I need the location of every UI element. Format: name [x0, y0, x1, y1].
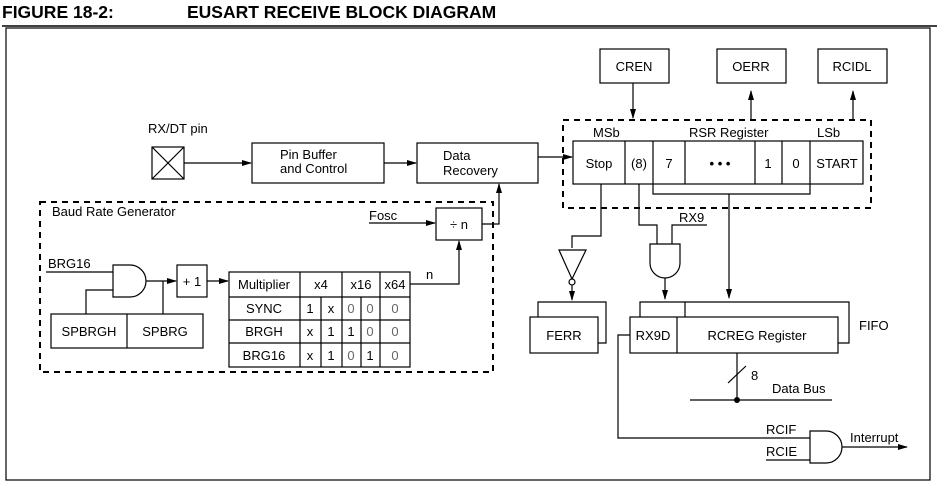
interrupt-and-gate [809, 430, 843, 464]
ferr-block: FERR [529, 316, 599, 354]
rx9-label: RX9 [679, 210, 704, 225]
rsr-boundary [562, 119, 872, 209]
spbrgh-label: SPBRGH [62, 324, 117, 339]
rsr-cell: Stop [586, 156, 613, 171]
bus-width-slash [727, 365, 747, 384]
rcif-wire [617, 334, 810, 439]
rx-pin-label: RX/DT pin [148, 121, 208, 136]
rx9-wire [671, 224, 707, 244]
table-row-label: BRGH [245, 324, 283, 339]
figure-caption: EUSART RECEIVE BLOCK DIAGRAM [187, 2, 497, 22]
table-row-label: BRG16 [243, 348, 286, 363]
rsr-register: Stop (8) 7 • • • 1 0 START [572, 140, 864, 185]
table-cell: 0 [366, 301, 373, 316]
table-cell: 0 [391, 301, 398, 316]
rsr-cell: (8) [631, 156, 647, 171]
bus-width-label: 8 [751, 368, 758, 383]
table-header: x4 [314, 277, 328, 292]
rx9-and-gate [649, 243, 681, 279]
stop-bit-wire [571, 184, 602, 248]
table-cell: 1 [347, 324, 354, 339]
rx9d-label: RX9D [636, 328, 671, 343]
table-header: x64 [385, 277, 406, 292]
table-cell: 0 [391, 324, 398, 339]
fifo-label: FIFO [859, 318, 889, 333]
svg-text:FERR: FERR [546, 328, 581, 343]
svg-text:Recovery: Recovery [443, 163, 498, 178]
svg-text:÷ n: ÷ n [450, 217, 468, 232]
figure-number: FIGURE 18-2: [2, 2, 114, 22]
table-cell: 0 [391, 348, 398, 363]
rsr-cell: 1 [764, 156, 771, 171]
divider-to-recovery-wire [482, 183, 502, 225]
spbrg-label: SPBRG [142, 324, 188, 339]
rsr-cell: • • • [710, 156, 731, 171]
oerr-block: OERR [716, 48, 787, 84]
baud-rate-generator-boundary [39, 201, 494, 373]
n-wire [410, 240, 462, 285]
svg-text:Data: Data [443, 148, 471, 163]
divide-by-n-block: ÷ n [435, 207, 483, 241]
table-cell: 0 [366, 324, 373, 339]
rcreg-label: RCREG Register [708, 328, 808, 343]
brg-and-gate [112, 264, 147, 298]
data-bus-label: Data Bus [772, 381, 826, 396]
figure-frame [5, 27, 931, 481]
rx-pin-icon [151, 146, 185, 180]
rcreg-fifo-back [639, 301, 850, 344]
svg-text:OERR: OERR [732, 59, 770, 74]
spbrg-register-pair: SPBRGH SPBRG [50, 313, 204, 349]
svg-text:RCIDL: RCIDL [832, 59, 871, 74]
baud-rate-generator-label: Baud Rate Generator [52, 204, 176, 219]
n-label: n [426, 267, 433, 282]
rsr-cell: START [816, 156, 857, 171]
bus-junction-dot [734, 397, 740, 403]
table-header: x16 [351, 277, 372, 292]
rcif-label: RCIF [766, 422, 796, 437]
svg-text:and Control: and Control [280, 161, 347, 176]
table-cell: 0 [347, 301, 354, 316]
svg-text:+ 1: + 1 [183, 274, 201, 289]
rsr-cell: 0 [792, 156, 799, 171]
table-cell: x [307, 348, 314, 363]
spbrgh-wire [85, 289, 113, 314]
plus-one-block: + 1 [176, 264, 208, 298]
multiplier-table: Multiplier x4 x16 x64 SYNC 1 x 0 0 0 BRG… [228, 271, 411, 368]
table-header: Multiplier [238, 277, 291, 292]
table-cell: x [307, 324, 314, 339]
table-cell: x [328, 301, 335, 316]
table-cell: 1 [327, 324, 334, 339]
rsr-register-title: RSR Register [689, 125, 769, 140]
rsr-cell: 7 [665, 156, 672, 171]
table-cell: 0 [347, 348, 354, 363]
cren-block: CREN [599, 48, 670, 84]
data-recovery-block: Data Recovery [416, 142, 539, 184]
data-bits-bracket [652, 184, 811, 195]
interrupt-label: Interrupt [850, 430, 899, 445]
svg-text:CREN: CREN [616, 59, 653, 74]
ferr-fifo-back [537, 301, 607, 344]
msb-label: MSb [593, 125, 620, 140]
table-row-label: SYNC [246, 301, 282, 316]
table-cell: 1 [366, 348, 373, 363]
table-cell: 1 [327, 348, 334, 363]
brg16-input-label: BRG16 [48, 256, 91, 271]
rcidl-block: RCIDL [817, 48, 888, 84]
lsb-label: LSb [817, 125, 840, 140]
pin-buffer-block: Pin Buffer and Control [251, 142, 385, 184]
table-cell: 1 [306, 301, 313, 316]
rcreg-register: RX9D RCREG Register [629, 316, 839, 354]
bit8-wire [638, 184, 658, 244]
rcie-label: RCIE [766, 444, 797, 459]
fosc-label: Fosc [369, 208, 398, 223]
svg-text:Pin Buffer: Pin Buffer [280, 147, 338, 162]
inverter-gate [558, 249, 587, 286]
